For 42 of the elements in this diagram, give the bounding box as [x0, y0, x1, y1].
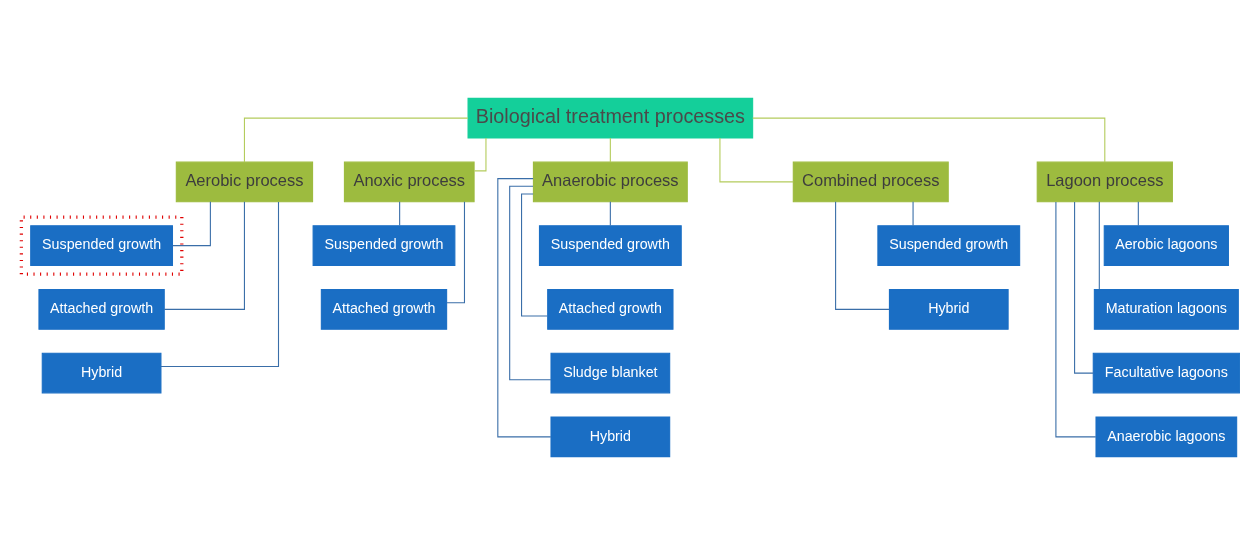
connector	[160, 200, 280, 367]
node-box: Biological treatment processes	[467, 97, 754, 138]
node-box: Anaerobic process	[532, 161, 688, 202]
connector	[752, 117, 1106, 163]
node-box: Suspended growth	[312, 224, 456, 266]
connector	[609, 200, 611, 226]
node-box: Lagoon process	[1036, 161, 1173, 202]
node-box: Combined process	[792, 161, 949, 202]
connector	[399, 200, 401, 226]
node-box: Hybrid	[41, 352, 162, 393]
node-box: Hybrid	[888, 288, 1009, 330]
node-box: Maturation lagoons	[1093, 288, 1239, 330]
node-box: Facultative lagoons	[1092, 352, 1240, 393]
node-box: Attached growth	[320, 288, 448, 330]
node-box: Sludge blanket	[550, 352, 671, 393]
connector	[497, 177, 552, 437]
connector	[1074, 200, 1094, 374]
connector	[1098, 200, 1100, 290]
node-box: Attached growth	[38, 288, 165, 330]
connector	[163, 200, 245, 310]
connector	[473, 137, 487, 171]
connector	[172, 200, 211, 246]
connector	[243, 117, 469, 163]
node-box: Attached growth	[547, 288, 674, 330]
connector	[446, 200, 466, 303]
node-box: Aerobic lagoons	[1103, 224, 1229, 266]
connector	[509, 185, 552, 380]
connector	[1055, 200, 1097, 437]
node-box: Anoxic process	[343, 161, 475, 202]
connector	[609, 136, 611, 162]
connector	[1137, 200, 1139, 226]
node-box: Hybrid	[550, 416, 671, 457]
node-box: Suspended growth	[30, 224, 173, 266]
connector	[912, 200, 914, 226]
node-box: Suspended growth	[877, 224, 1021, 266]
connector	[521, 192, 548, 316]
cluster	[19, 214, 184, 276]
node-box: Suspended growth	[538, 224, 682, 266]
node-box: Anaerobic lagoons	[1095, 416, 1238, 457]
connector	[835, 200, 890, 310]
connector	[719, 136, 794, 182]
node-box: Aerobic process	[175, 161, 314, 202]
